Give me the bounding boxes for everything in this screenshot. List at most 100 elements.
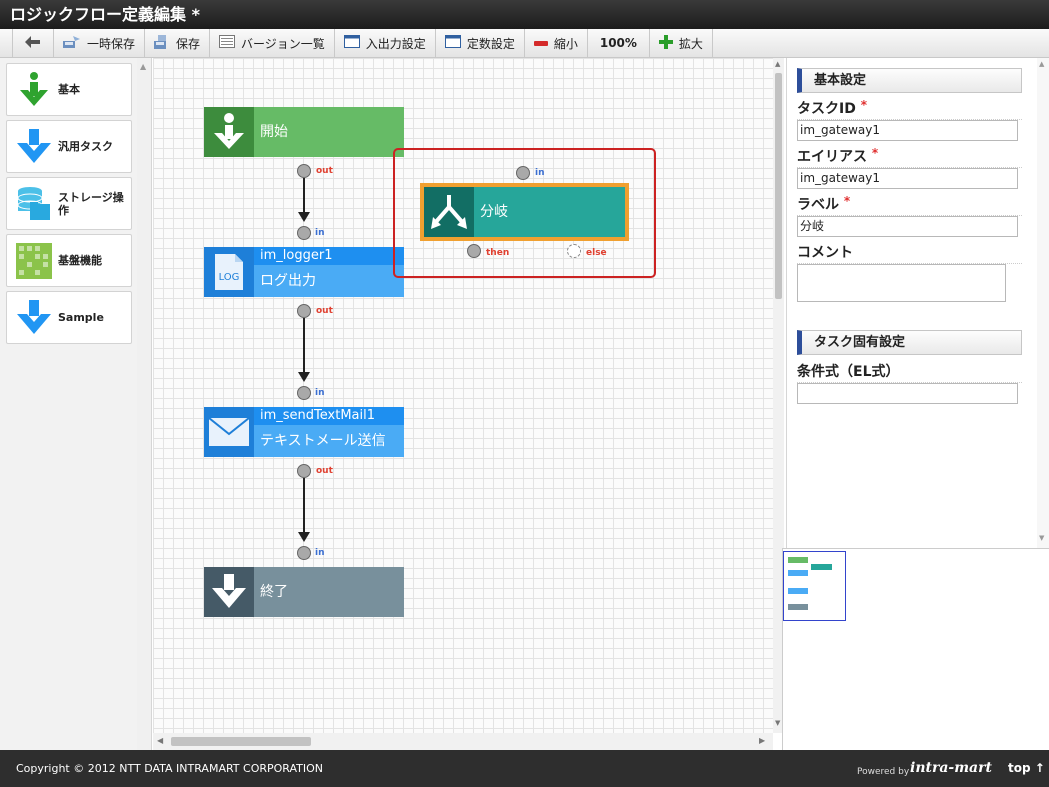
zoom-out-button[interactable]: 縮小 [525, 29, 588, 57]
zoom-in-button[interactable]: 拡大 [650, 29, 713, 57]
footer: Copyright © 2012 NTT DATA INTRAMART CORP… [0, 750, 1049, 787]
version-list-label: バージョン一覧 [241, 36, 325, 51]
task-id-field[interactable]: im_gateway1 [797, 120, 1018, 141]
condition-field[interactable] [797, 383, 1018, 404]
port-label: in [535, 168, 545, 178]
temp-save-icon [63, 35, 81, 52]
version-list-button[interactable]: バージョン一覧 [210, 29, 335, 57]
logger-out-port[interactable] [297, 304, 311, 318]
task-specific-settings-header[interactable]: タスク固有設定 [797, 330, 1022, 355]
palette-item-sample[interactable]: Sample [6, 291, 132, 344]
gateway-label: 分岐 [474, 187, 625, 237]
condition-label: 条件式（EL式） [797, 361, 1022, 383]
end-node[interactable]: 終了 [204, 567, 404, 617]
top-link[interactable]: top ↑ [1008, 761, 1045, 775]
powered-by-text: Powered by [857, 767, 910, 777]
gateway-then-port[interactable] [467, 244, 481, 258]
comment-label: コメント [797, 242, 1022, 264]
start-icon [204, 107, 254, 157]
flow-canvas[interactable]: 開始 out in LOG im_logger1 ログ出力 out in im_… [153, 58, 773, 733]
back-button[interactable] [12, 29, 54, 57]
port-label: out [316, 166, 333, 176]
back-arrow-icon [25, 35, 41, 51]
start-node[interactable]: 開始 [204, 107, 404, 157]
palette-item-label: ストレージ操作 [58, 190, 124, 217]
canvas-horizontal-scrollbar[interactable]: ◀ ▶ [153, 733, 773, 750]
overview-viewport[interactable] [783, 551, 846, 621]
mail-task-id: im_sendTextMail1 [254, 407, 404, 425]
minus-icon [533, 36, 548, 50]
port-label: in [315, 228, 325, 238]
version-list-icon [219, 35, 236, 51]
gateway-else-port[interactable] [567, 244, 581, 258]
scroll-thumb[interactable] [171, 737, 311, 746]
palette-item-platform[interactable]: 基盤機能 [6, 234, 132, 287]
label-label: ラベル * [797, 194, 1022, 216]
save-button[interactable]: 保存 [145, 29, 211, 57]
log-icon: LOG [204, 247, 254, 297]
port-label: in [315, 548, 325, 558]
branch-icon [424, 187, 474, 237]
port-label: out [316, 466, 333, 476]
connector-arrow [298, 372, 310, 382]
palette-scrollbar[interactable]: ▲ [137, 58, 151, 750]
zoom-level-label: 100% [599, 36, 637, 50]
logger-node[interactable]: LOG im_logger1 ログ出力 [204, 247, 404, 297]
storage-icon [14, 184, 54, 224]
logger-task-id: im_logger1 [254, 247, 404, 265]
logger-in-port[interactable] [297, 226, 311, 240]
gateway-in-port[interactable] [516, 166, 530, 180]
mail-icon [204, 407, 254, 457]
label-field[interactable]: 分岐 [797, 216, 1018, 237]
flow-overview[interactable] [782, 548, 1049, 750]
logger-label: ログ出力 [254, 265, 404, 297]
properties-panel: 基本設定 タスクID * im_gateway1 エイリアス * im_gate… [786, 58, 1049, 548]
start-out-port[interactable] [297, 164, 311, 178]
port-label: out [316, 306, 333, 316]
port-label: then [486, 248, 510, 258]
intra-mart-logo: intra-mart [910, 760, 992, 776]
palette-item-label: 基本 [58, 83, 80, 96]
basic-icon [14, 70, 54, 110]
copyright-text: Copyright © 2012 NTT DATA INTRAMART CORP… [16, 762, 324, 775]
arrow-down-icon [14, 127, 54, 167]
alias-field[interactable]: im_gateway1 [797, 168, 1018, 189]
mail-out-port[interactable] [297, 464, 311, 478]
properties-scrollbar[interactable]: ▲ ▼ [1037, 58, 1049, 548]
temp-save-label: 一時保存 [87, 36, 136, 51]
comment-textarea[interactable] [797, 264, 1006, 302]
window-icon [444, 35, 461, 51]
io-settings-label: 入出力設定 [365, 36, 426, 51]
constant-settings-button[interactable]: 定数設定 [436, 29, 525, 57]
connector-arrow [298, 212, 310, 222]
save-icon [154, 34, 170, 52]
zoom-level[interactable]: 100% [588, 29, 650, 57]
end-in-port[interactable] [297, 546, 311, 560]
port-label: else [586, 248, 607, 258]
palette-item-basic[interactable]: 基本 [6, 63, 132, 116]
plus-icon [658, 34, 673, 52]
canvas-vertical-scrollbar[interactable]: ▲ ▼ [773, 58, 784, 733]
zoom-out-label: 縮小 [553, 36, 578, 51]
io-settings-button[interactable]: 入出力設定 [335, 29, 436, 57]
port-label: in [315, 388, 325, 398]
palette-item-generic-task[interactable]: 汎用タスク [6, 120, 132, 173]
task-id-label: タスクID * [797, 98, 1022, 120]
connector-line [303, 318, 305, 372]
window-icon [343, 35, 360, 51]
gateway-node[interactable]: 分岐 [420, 183, 629, 241]
end-label: 終了 [254, 567, 404, 617]
selection-box [393, 148, 656, 278]
mail-node[interactable]: im_sendTextMail1 テキストメール送信 [204, 407, 404, 457]
palette-item-label: 基盤機能 [58, 254, 102, 267]
mail-in-port[interactable] [297, 386, 311, 400]
basic-settings-header[interactable]: 基本設定 [797, 68, 1022, 93]
scroll-thumb[interactable] [775, 73, 782, 299]
palette-item-storage[interactable]: ストレージ操作 [6, 177, 132, 230]
save-label: 保存 [176, 36, 201, 51]
constant-settings-label: 定数設定 [466, 36, 515, 51]
svg-text:LOG: LOG [219, 272, 240, 283]
temp-save-button[interactable]: 一時保存 [54, 29, 146, 57]
palette-item-label: 汎用タスク [58, 140, 113, 153]
grid-icon [14, 241, 54, 281]
